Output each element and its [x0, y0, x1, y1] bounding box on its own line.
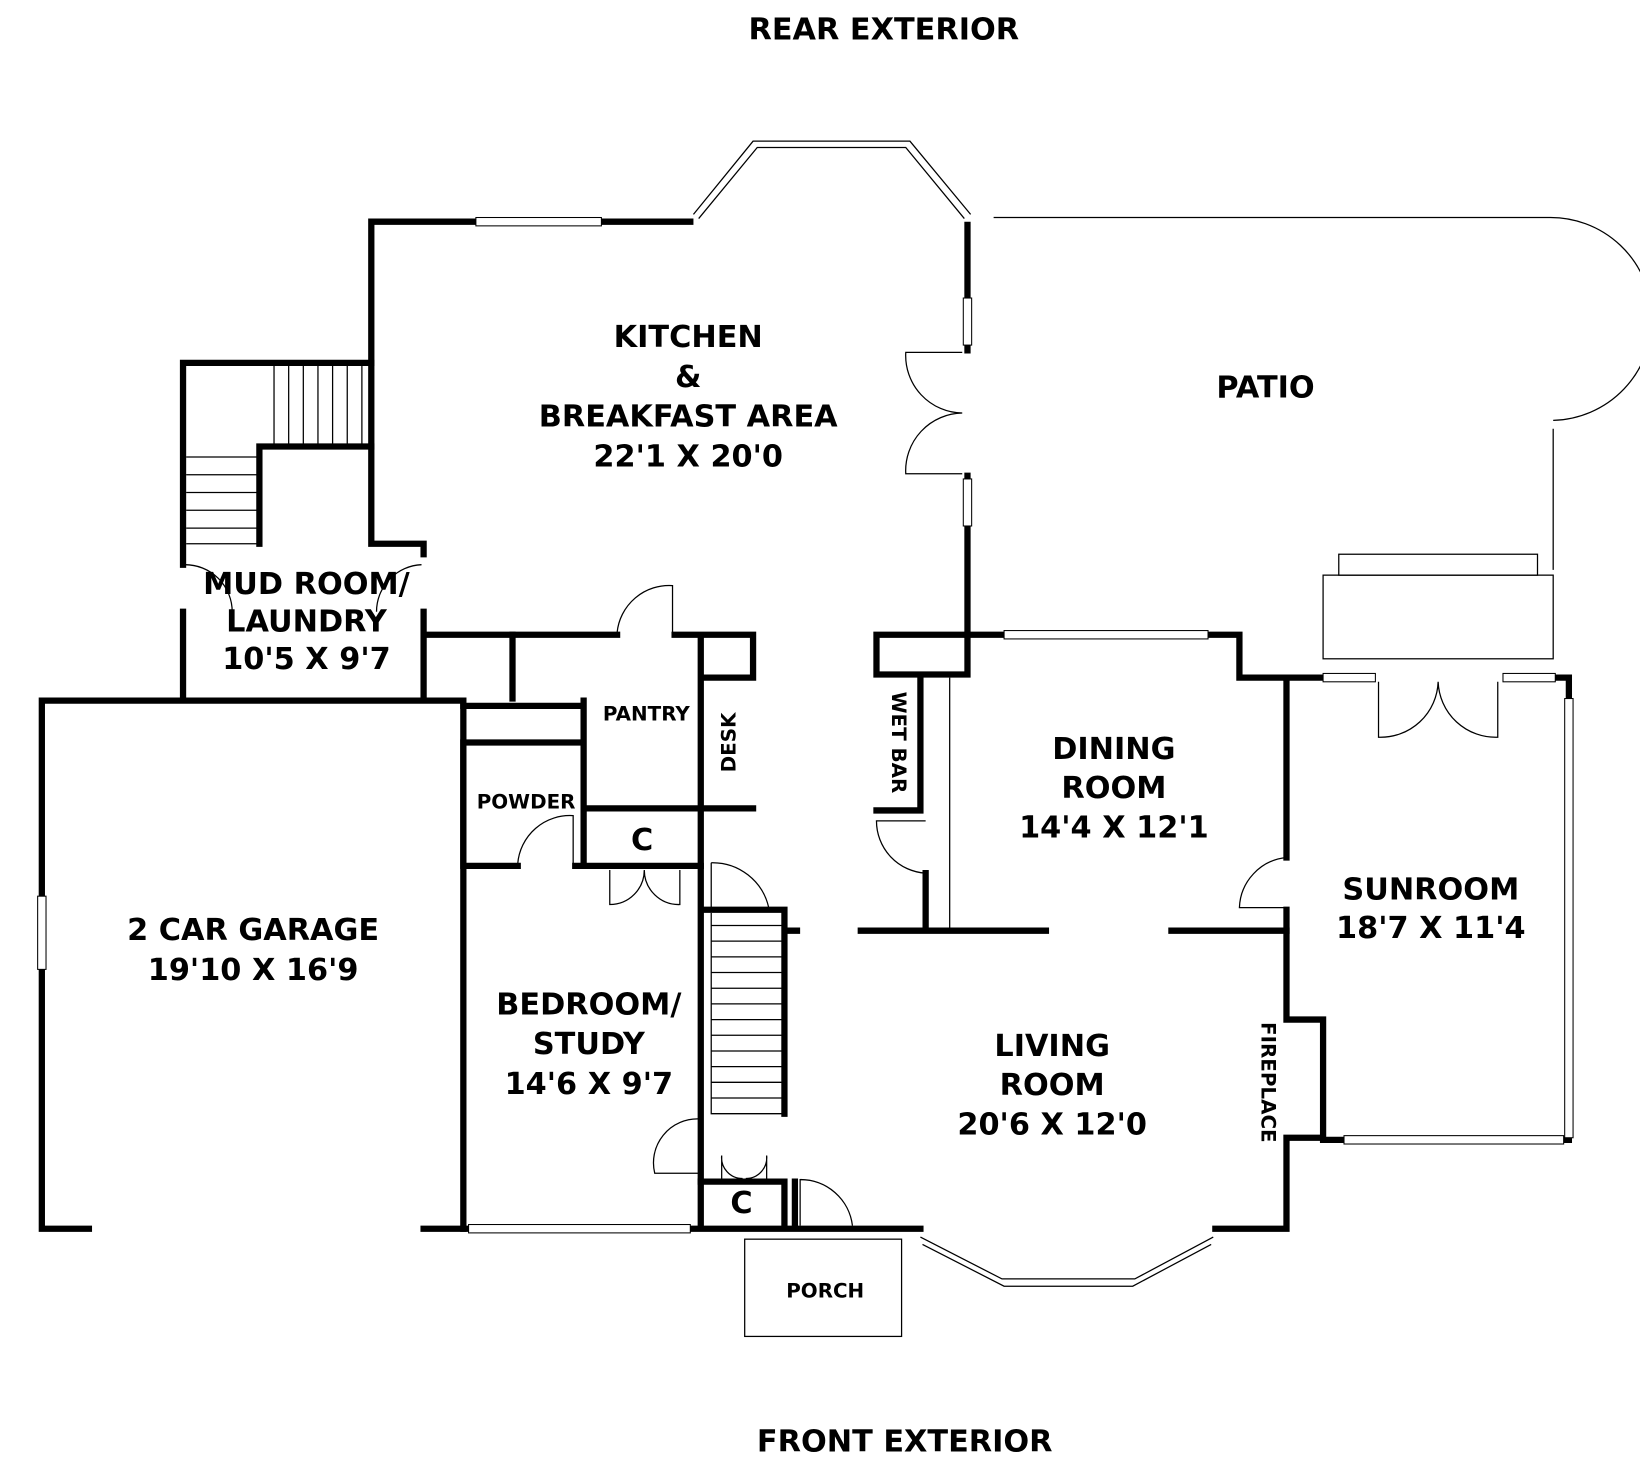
- front-exterior-label: FRONT EXTERIOR: [757, 1424, 1053, 1459]
- closet-label-1: C: [631, 823, 653, 858]
- dining-dims: 14'4 X 12'1: [1019, 811, 1209, 846]
- living-name: LIVING: [994, 1029, 1110, 1064]
- mudroom-dims: 10'5 X 9'7: [222, 642, 391, 677]
- kitchen-name-2: BREAKFAST AREA: [539, 400, 838, 435]
- kitchen-amp: &: [675, 360, 701, 395]
- rear-exterior-label: REAR EXTERIOR: [748, 13, 1019, 48]
- kitchen-dims: 22'1 X 20'0: [593, 439, 783, 474]
- garage-dims: 19'10 X 16'9: [148, 953, 359, 988]
- windows: [37, 216, 1574, 1234]
- sunroom-name: SUNROOM: [1342, 872, 1519, 907]
- bedroom-name-2: STUDY: [533, 1027, 646, 1062]
- stairs: [186, 366, 785, 1115]
- bedroom-name: BEDROOM/: [496, 987, 682, 1022]
- desk-label: DESK: [717, 712, 740, 772]
- porch-outline: [744, 1238, 903, 1338]
- walls: [38, 218, 1573, 1232]
- fireplace-label: FIREPLACE: [1256, 1022, 1279, 1143]
- dining-name-2: ROOM: [1061, 771, 1166, 806]
- pantry-label: PANTRY: [603, 702, 690, 725]
- bedroom-dims: 14'6 X 9'7: [505, 1067, 674, 1102]
- living-dims: 20'6 X 12'0: [957, 1108, 1147, 1143]
- patio-name: PATIO: [1216, 370, 1314, 405]
- thin-outlines: [692, 140, 1640, 1338]
- mudroom-name: MUD ROOM/: [203, 567, 411, 602]
- garage-name: 2 CAR GARAGE: [127, 913, 379, 948]
- powder-label: POWDER: [477, 790, 576, 813]
- living-name-2: ROOM: [1000, 1068, 1105, 1103]
- kitchen-name: KITCHEN: [614, 320, 763, 355]
- dining-name: DINING: [1052, 732, 1175, 767]
- doors: [185, 351, 1499, 1226]
- sunroom-dims: 18'7 X 11'4: [1336, 911, 1526, 946]
- closet-label-2: C: [730, 1186, 752, 1221]
- wetbar-label: WET BAR: [887, 692, 910, 794]
- mudroom-name-2: LAUNDRY: [226, 605, 388, 640]
- porch-label: PORCH: [786, 1280, 864, 1303]
